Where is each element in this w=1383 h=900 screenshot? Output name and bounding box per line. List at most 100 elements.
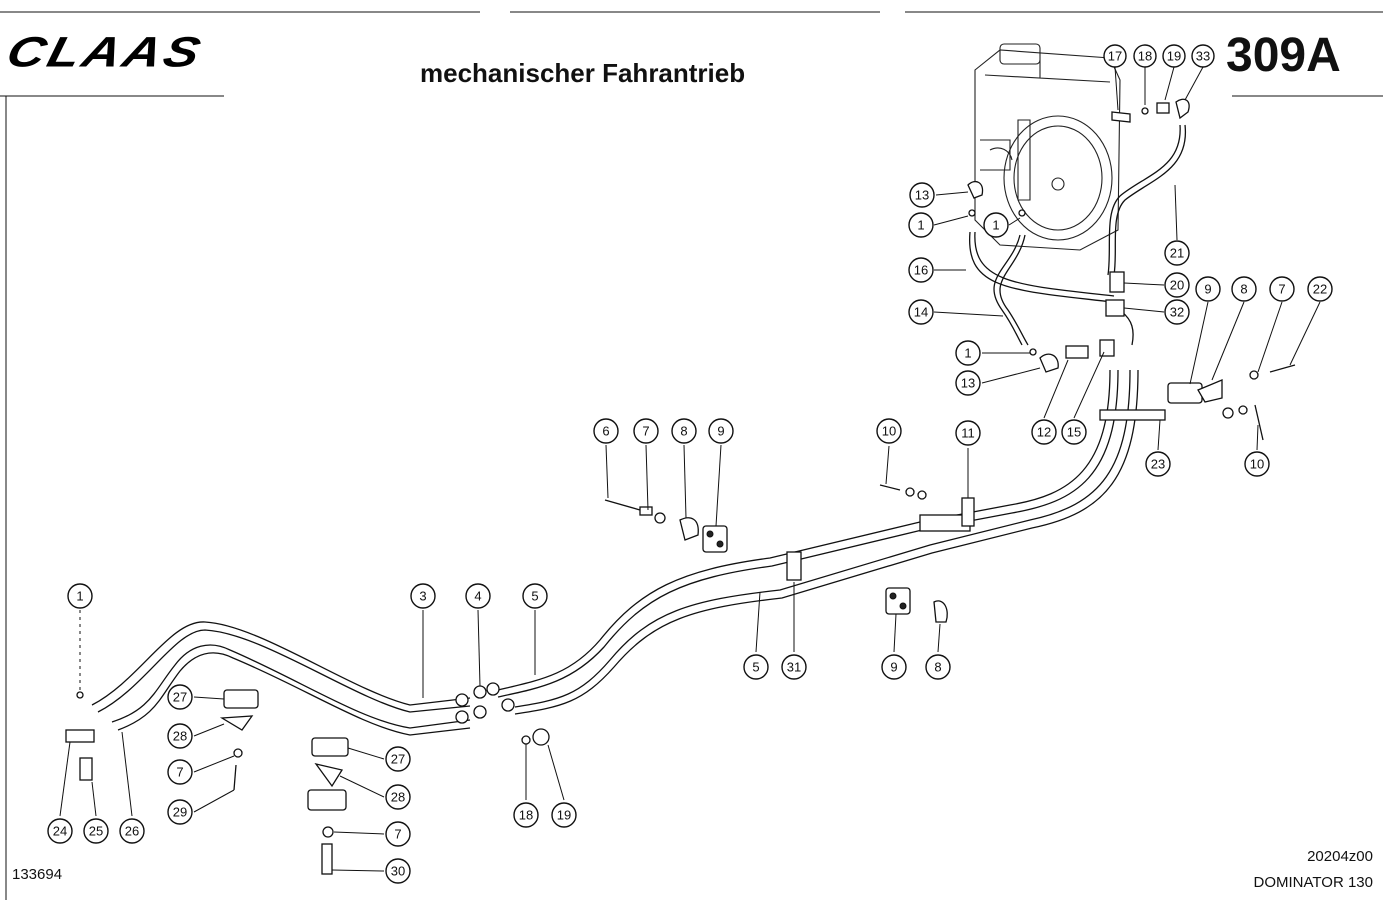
callout-number: 7 xyxy=(394,827,401,842)
callout-11: 11 xyxy=(955,420,981,446)
frame-lines xyxy=(0,11,1383,900)
callout-number: 28 xyxy=(391,790,405,805)
callout-9: 9 xyxy=(708,418,734,444)
callout-19: 19 xyxy=(551,802,577,828)
callout-1: 1 xyxy=(67,583,93,609)
callout-number: 10 xyxy=(1250,457,1264,472)
callout-number: 30 xyxy=(391,864,405,879)
callout-number: 13 xyxy=(915,188,929,203)
callout-7: 7 xyxy=(385,821,411,847)
callout-number: 23 xyxy=(1151,457,1165,472)
callout-number: 6 xyxy=(602,424,609,439)
callout-number: 13 xyxy=(961,376,975,391)
callout-24: 24 xyxy=(47,818,73,844)
callout-number: 5 xyxy=(752,660,759,675)
callout-18: 18 xyxy=(513,802,539,828)
callout-4: 4 xyxy=(465,583,491,609)
callout-number: 16 xyxy=(914,263,928,278)
callout-number: 11 xyxy=(961,426,975,441)
callout-10: 10 xyxy=(876,418,902,444)
callout-number: 19 xyxy=(1167,49,1181,64)
clamps-hardware xyxy=(65,98,1296,875)
callout-13: 13 xyxy=(955,370,981,396)
callout-7: 7 xyxy=(1269,276,1295,302)
callout-number: 7 xyxy=(642,424,649,439)
model-name: DOMINATOR 130 xyxy=(1253,874,1373,891)
callout-number: 9 xyxy=(890,660,897,675)
callout-7: 7 xyxy=(633,418,659,444)
callout-5: 5 xyxy=(522,583,548,609)
callout-32: 32 xyxy=(1164,299,1190,325)
reference-code: 20204z00 xyxy=(1307,848,1373,865)
callout-number: 32 xyxy=(1170,305,1184,320)
callout-23: 23 xyxy=(1145,451,1171,477)
callout-27: 27 xyxy=(167,684,193,710)
callout-7: 7 xyxy=(167,759,193,785)
pump-unit-sketch xyxy=(974,43,1121,251)
callout-14: 14 xyxy=(908,299,934,325)
callout-number: 17 xyxy=(1108,49,1122,64)
callout-number: 18 xyxy=(1138,49,1152,64)
callout-16: 16 xyxy=(908,257,934,283)
callout-3: 3 xyxy=(410,583,436,609)
callout-number: 31 xyxy=(787,660,801,675)
callout-8: 8 xyxy=(925,654,951,680)
callout-number: 25 xyxy=(89,824,103,839)
callout-1: 1 xyxy=(983,212,1009,238)
page-title: mechanischer Fahrantrieb xyxy=(420,58,746,88)
callout-13: 13 xyxy=(909,182,935,208)
callout-18: 18 xyxy=(1133,44,1157,68)
callout-6: 6 xyxy=(593,418,619,444)
callout-number: 12 xyxy=(1037,425,1051,440)
callout-number: 9 xyxy=(717,424,724,439)
callout-number: 15 xyxy=(1067,425,1081,440)
callout-number: 8 xyxy=(1240,282,1247,297)
callout-number: 9 xyxy=(1204,282,1211,297)
callout-number: 18 xyxy=(519,808,533,823)
callout-number: 1 xyxy=(964,346,971,361)
callout-30: 30 xyxy=(385,858,411,884)
callout-25: 25 xyxy=(83,818,109,844)
main-pipes xyxy=(91,369,1139,736)
callout-number: 33 xyxy=(1196,49,1210,64)
page-number: 309A xyxy=(1226,29,1341,82)
callout-19: 19 xyxy=(1162,44,1186,68)
leader-lines xyxy=(59,66,1321,872)
callout-number: 8 xyxy=(934,660,941,675)
callout-1: 1 xyxy=(955,340,981,366)
callout-number: 24 xyxy=(53,824,67,839)
callout-number: 1 xyxy=(76,589,83,604)
callout-number: 8 xyxy=(680,424,687,439)
callout-1: 1 xyxy=(908,212,934,238)
callout-17: 17 xyxy=(1103,44,1127,68)
callout-number: 27 xyxy=(391,752,405,767)
callout-number: 1 xyxy=(992,218,999,233)
callout-number: 21 xyxy=(1170,246,1184,261)
drawing-number: 133694 xyxy=(12,866,63,883)
callout-bubbles: 17 18 19 33 13 1 1 21 16 20 9 8 7 22 14 … xyxy=(47,44,1333,884)
callout-8: 8 xyxy=(1231,276,1257,302)
callout-number: 27 xyxy=(173,690,187,705)
callout-number: 22 xyxy=(1313,282,1327,297)
callout-number: 19 xyxy=(557,808,571,823)
callout-number: 26 xyxy=(125,824,139,839)
callout-number: 1 xyxy=(917,218,924,233)
callout-number: 28 xyxy=(173,729,187,744)
callout-8: 8 xyxy=(671,418,697,444)
callout-number: 20 xyxy=(1170,278,1184,293)
callout-31: 31 xyxy=(781,654,807,680)
callout-number: 14 xyxy=(914,305,928,320)
callout-28: 28 xyxy=(167,723,193,749)
callout-15: 15 xyxy=(1061,419,1087,445)
callout-number: 10 xyxy=(882,424,896,439)
callout-29: 29 xyxy=(167,799,193,825)
callout-number: 7 xyxy=(1278,282,1285,297)
callout-22: 22 xyxy=(1307,276,1333,302)
callout-26: 26 xyxy=(119,818,145,844)
callout-number: 4 xyxy=(474,589,481,604)
callout-5: 5 xyxy=(743,654,769,680)
callout-number: 29 xyxy=(173,805,187,820)
callout-20: 20 xyxy=(1164,272,1190,298)
